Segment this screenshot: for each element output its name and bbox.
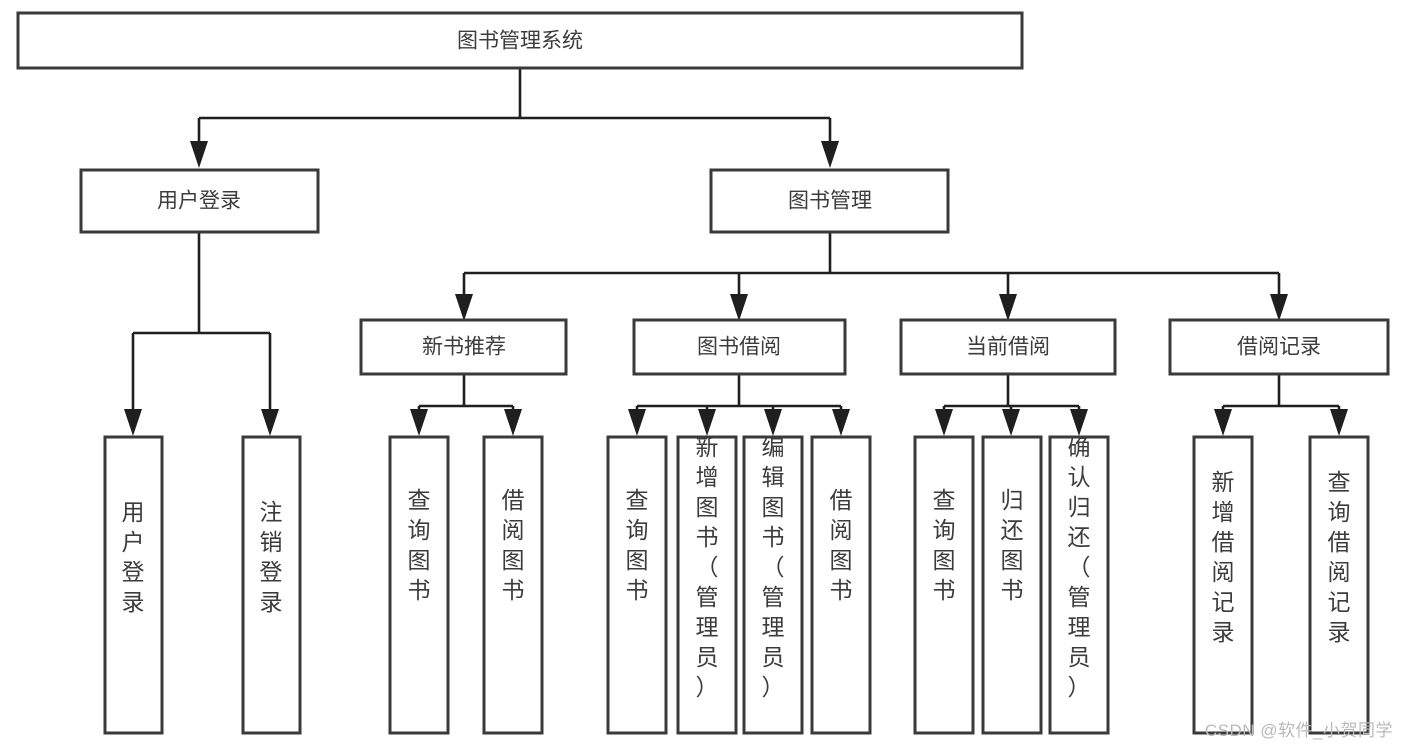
leaf-label-vertical: 查询图书 (408, 487, 431, 603)
leaf-node-add-book-admin[interactable]: 新增图书（管理员） (676, 434, 738, 735)
root-box[interactable] (16, 11, 1024, 70)
node-book-management[interactable]: 图书管理 (709, 168, 950, 234)
leaf-node-confirm-return-admin[interactable]: 确认归还（管理员） (1048, 434, 1110, 735)
node-user-login[interactable]: 用户登录 (79, 168, 320, 234)
user-login-label: 用户登录 (157, 190, 241, 213)
node-new-book-recommend[interactable]: 新书推荐 (359, 318, 568, 376)
leaf-node-borrow-book[interactable]: 借阅图书 (810, 435, 872, 735)
leaf-box[interactable] (388, 435, 450, 735)
borrow-record-label: 借阅记录 (1237, 336, 1321, 359)
leaf-box[interactable] (241, 435, 302, 735)
arrow-root-to-book-manage (821, 141, 839, 168)
leaf-box[interactable] (981, 435, 1043, 735)
arrow-current-leaf2 (1002, 409, 1020, 436)
leaf-node-edit-book-admin[interactable]: 编辑图书（管理员） (742, 434, 804, 735)
arrow-bm-to-record (1270, 294, 1288, 321)
new-book-recommend-label: 新书推荐 (422, 336, 506, 359)
leaf-label-vertical: 注销登录 (260, 499, 283, 615)
leaf-node-query-book-current[interactable]: 查询图书 (913, 435, 975, 735)
node-book-borrow[interactable]: 图书借阅 (632, 318, 847, 376)
leaf-label-vertical: 借阅图书 (502, 487, 525, 603)
arrow-bm-to-new-book (455, 294, 473, 321)
leaf-label-vertical: 编辑图书（管理员） (762, 434, 785, 700)
leaf-nodes-layer: 用户登录 注销登录 查询图书 借阅图书 查询图书 新增图书 (103, 434, 1370, 735)
arrow-borrow-leaf3 (764, 409, 782, 436)
leaf-label-vertical: 查询图书 (626, 487, 649, 603)
book-management-label: 图书管理 (788, 190, 872, 213)
node-current-borrow[interactable]: 当前借阅 (899, 318, 1117, 376)
leaf-node-user-login[interactable]: 用户登录 (103, 435, 164, 735)
leaf-box[interactable] (810, 435, 872, 735)
arrow-user-login-leaf1 (124, 409, 142, 436)
arrow-root-to-user-login (190, 141, 208, 168)
arrow-newbook-leaf2 (504, 409, 522, 436)
arrow-current-leaf1 (935, 409, 953, 436)
leaf-label-vertical: 新增借阅记录 (1212, 469, 1235, 645)
leaf-label-vertical: 借阅图书 (830, 487, 853, 603)
borrow-record-box[interactable] (1168, 318, 1390, 376)
arrow-record-leaf1 (1214, 409, 1232, 436)
book-borrow-label: 图书借阅 (697, 336, 781, 359)
arrow-borrow-leaf1 (628, 409, 646, 436)
leaf-label-vertical: 用户登录 (122, 499, 145, 615)
leaf-node-logout[interactable]: 注销登录 (241, 435, 302, 735)
leaf-box[interactable] (913, 435, 975, 735)
leaf-box[interactable] (1048, 435, 1110, 735)
edges-layer (124, 69, 1348, 436)
leaf-box[interactable] (606, 435, 668, 735)
leaf-box[interactable] (103, 435, 164, 735)
book-borrow-box[interactable] (632, 318, 847, 376)
leaf-box[interactable] (482, 435, 544, 735)
leaf-node-add-borrow-record[interactable]: 新增借阅记录 (1192, 435, 1254, 735)
leaf-box[interactable] (676, 435, 738, 735)
leaf-node-query-book[interactable]: 查询图书 (606, 435, 668, 735)
arrow-bm-to-borrow (730, 294, 748, 321)
leaf-box[interactable] (1192, 435, 1254, 735)
leaf-box[interactable] (742, 435, 804, 735)
leaf-label-vertical: 查询借阅记录 (1328, 469, 1351, 645)
current-borrow-label: 当前借阅 (966, 336, 1050, 359)
current-borrow-box[interactable] (899, 318, 1117, 376)
leaf-node-return-book[interactable]: 归还图书 (981, 435, 1043, 735)
arrow-user-login-leaf2 (261, 409, 279, 436)
book-management-box[interactable] (709, 168, 950, 234)
leaf-label-vertical: 查询图书 (933, 487, 956, 603)
csdn-watermark: CSDN @软件_小贺同学 (1204, 721, 1393, 740)
user-login-box[interactable] (79, 168, 320, 234)
leaf-node-query-book-recommend[interactable]: 查询图书 (388, 435, 450, 735)
arrow-current-leaf3 (1070, 409, 1088, 436)
leaf-node-borrow-book-recommend[interactable]: 借阅图书 (482, 435, 544, 735)
arrow-record-leaf2 (1330, 409, 1348, 436)
arrow-bm-to-current (999, 294, 1017, 321)
arrow-newbook-leaf1 (410, 409, 428, 436)
leaf-label-vertical: 归还图书 (1001, 487, 1024, 603)
root-label: 图书管理系统 (457, 30, 583, 53)
arrow-borrow-leaf2 (698, 409, 716, 436)
leaf-label-vertical: 确认归还（管理员） (1068, 434, 1091, 700)
leaf-label-vertical: 新增图书（管理员） (696, 434, 719, 700)
arrow-borrow-leaf4 (832, 409, 850, 436)
leaf-node-query-borrow-record[interactable]: 查询借阅记录 (1308, 435, 1370, 735)
node-borrow-record[interactable]: 借阅记录 (1168, 318, 1390, 376)
leaf-box[interactable] (1308, 435, 1370, 735)
node-root-book-management-system[interactable]: 图书管理系统 (16, 11, 1024, 70)
new-book-recommend-box[interactable] (359, 318, 568, 376)
